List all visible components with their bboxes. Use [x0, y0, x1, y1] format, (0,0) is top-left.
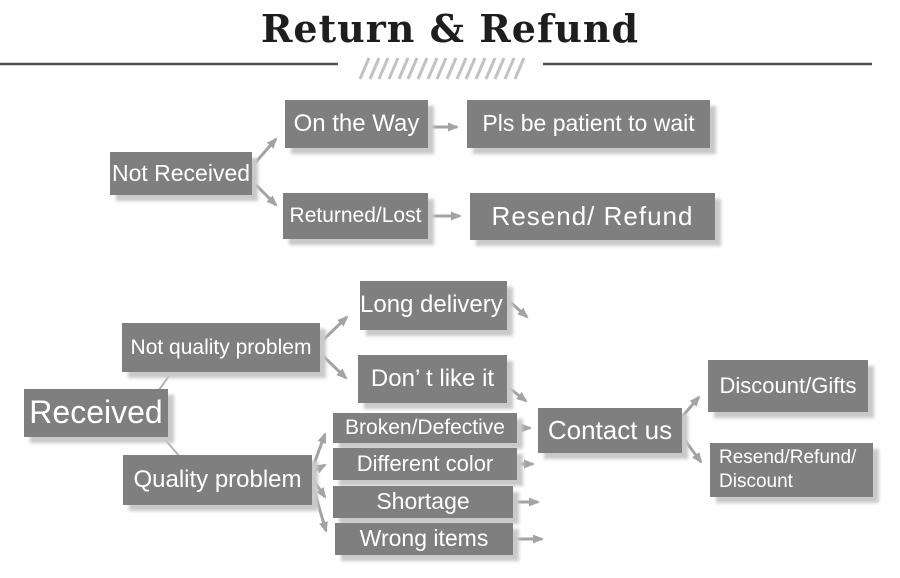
node-not-quality-problem: Not quality problem [122, 323, 320, 372]
arrow-qp-wrongitems [312, 489, 328, 533]
arrow-qp-shortage [312, 480, 327, 499]
page-title: Return & Refund [260, 6, 640, 51]
node-resend-refund-discount-line1: Resend/Refund/ [719, 447, 857, 469]
arrow-contactus-discountgifts [679, 395, 701, 419]
node-resend-refund: Resend/ Refund [470, 193, 715, 240]
arrow-qp-broken [312, 432, 327, 465]
line-received-qualityproblem [161, 435, 181, 458]
arrow-notreceived-ontheway [253, 137, 278, 164]
node-different-color: Different color [333, 448, 517, 480]
node-discount-gifts: Discount/Gifts [708, 360, 868, 412]
node-pls-be-patient: Pls be patient to wait [467, 100, 710, 148]
node-on-the-way: On the Way [285, 100, 428, 148]
arrow-dontlikeit-out [507, 385, 528, 403]
node-resend-refund-discount: Resend/Refund/ Discount [710, 443, 873, 497]
node-long-delivery: Long delivery [360, 281, 507, 330]
node-returned-lost: Returned/Lost [283, 193, 428, 239]
node-dont-like-it: Don’ t like it [358, 355, 507, 403]
node-resend-refund-discount-line2: Discount [719, 471, 793, 492]
node-received: Received [24, 389, 168, 437]
node-contact-us: Contact us [538, 408, 682, 453]
arrow-qp-differentcolor [313, 463, 327, 474]
arrow-nqp-dontlikeit [320, 353, 348, 380]
arrow-notreceived-returnedlost [253, 182, 278, 207]
node-wrong-items: Wrong items [335, 523, 513, 555]
arrow-nqp-longdelivery [320, 315, 349, 343]
node-quality-problem: Quality problem [123, 455, 312, 505]
hatch-marks [358, 57, 526, 80]
node-not-received: Not Received [110, 152, 252, 195]
arrow-longdelivery-out [506, 298, 529, 319]
node-shortage: Shortage [333, 486, 513, 518]
node-broken-defective: Broken/Defective [333, 413, 517, 443]
line-received-notqualityproblem [158, 372, 172, 391]
